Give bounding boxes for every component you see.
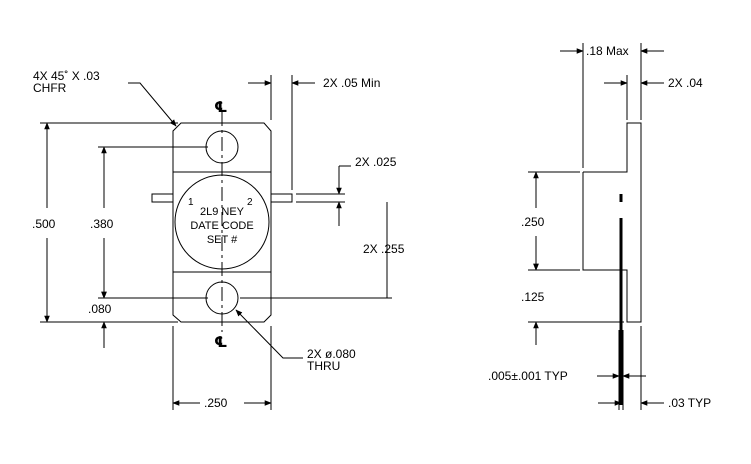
chamfer-leader <box>128 82 177 127</box>
dim-lead-thickness-tol: .005±.001 TYP <box>488 369 568 383</box>
hole-note-line2: THRU <box>307 359 340 373</box>
dim-overall-height: .500 <box>32 217 56 231</box>
lead-right <box>270 193 293 203</box>
dim-lead-spacing: 2X .255 <box>363 242 405 256</box>
centerline-symbol-top: ℄ <box>214 99 227 116</box>
marking-line1: 2L9 NEY <box>200 206 245 218</box>
dim-body-height: .250 <box>521 215 545 229</box>
dim-lead-min-width: 2X .05 Min <box>323 76 380 90</box>
marking-pin2: 2 <box>247 197 253 208</box>
dim-flange-extension: .125 <box>521 290 545 304</box>
dim-overall-thickness: .18 Max <box>586 44 629 58</box>
dim-base-width: .250 <box>204 396 228 410</box>
flange-outline <box>172 122 272 323</box>
hole-note-line1: 2X ø.080 <box>307 347 356 361</box>
dim-hole-spacing: .380 <box>90 217 114 231</box>
side-body-outline <box>582 122 642 323</box>
marking-line3: SET # <box>207 234 238 246</box>
centerline-symbol-bottom: ℄ <box>214 334 227 351</box>
lead-left <box>151 193 174 203</box>
dim-lead-offset: .03 TYP <box>668 396 711 410</box>
side-view: .18 Max 2X .04 .250 .125 .005±.001 TYP .… <box>488 43 711 410</box>
chamfer-note-line1: 4X 45˚ X .03 <box>33 69 100 83</box>
front-view: ℄ ℄ 1 2 2L9 NEY DATE CODE SET # 4X 45˚ X… <box>32 69 405 410</box>
hole-leader <box>235 309 303 359</box>
dim-lead-thickness: 2X .025 <box>355 155 397 169</box>
marking-pin1: 1 <box>188 197 194 208</box>
dim-flange-thickness: 2X .04 <box>668 76 703 90</box>
marking-line2: DATE CODE <box>190 220 253 232</box>
chamfer-note-line2: CHFR <box>33 81 67 95</box>
dim-hole-edge-offset: .080 <box>88 302 112 316</box>
